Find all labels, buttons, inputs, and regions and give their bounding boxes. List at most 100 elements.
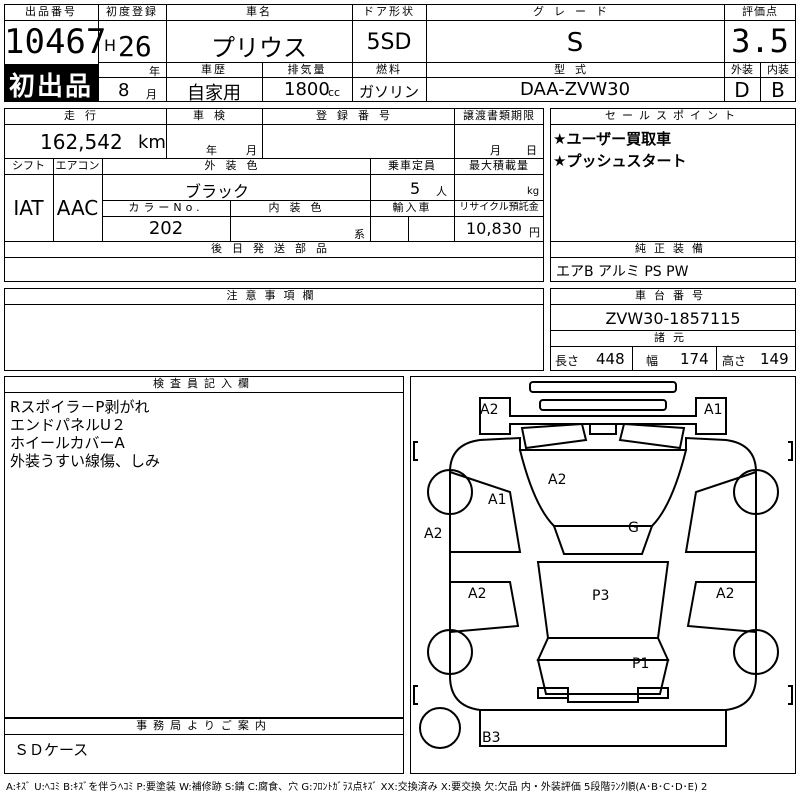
interior-color-label: 内装色 [268,201,332,214]
office-block [4,718,404,774]
width-label: 幅 [646,354,659,368]
model: DAA-ZVW30 [519,79,631,100]
history: 自家用 [187,83,241,104]
mileage: 162,542 [40,130,123,154]
name-label: 車名 [246,5,272,18]
capacity: 5 [410,179,421,198]
fuel-label: 燃料 [376,63,402,76]
capacity-unit: 人 [436,185,447,198]
year-unit: 年 [149,65,160,78]
inspector-block [4,376,404,718]
length: 448 [596,350,625,368]
reg-label: 初度登録 [106,5,158,18]
mark-roof: P3 [592,588,609,604]
equipment-block [550,241,796,282]
sales-point-1: ★ユーザー買取車 [553,130,672,148]
ac-label: エアコン [55,159,100,172]
mark-right-rear-door: A2 [716,586,734,602]
month-unit: 月 [146,88,157,101]
reg-year: 26 [118,30,152,63]
inspector-label: 検査員記入欄 [153,377,255,390]
door-label: ドア形状 [363,5,415,18]
kg-unit: kg [527,186,540,197]
header-block [4,4,796,102]
vehicle-info-block [4,108,544,282]
transfer-label: 譲渡書類期限 [463,109,535,122]
inspector-line-1: Rスポイラ－P剥がれ [10,398,150,416]
car-name: プリウス [211,34,307,62]
recycle: 10,830 [466,219,522,238]
dims-label: 諸元 [654,331,692,344]
insp-month-unit: 月 [246,144,257,157]
notes-label: 注意事項欄 [226,289,322,302]
int-label: 内装 [767,63,789,76]
chassis-number: ZVW30-1857115 [605,309,741,328]
door: 5SD [366,30,412,55]
mark-left-fender: A2 [424,526,442,542]
fuel: ガソリン [358,83,419,101]
history-label: 車歴 [201,63,227,76]
first-listing-badge [4,64,98,102]
inspection-label: 車検 [193,109,235,122]
first-listing-text: 初出品 [8,72,93,102]
mark-left-rear-door: A2 [468,586,486,602]
cc-unit: cc [328,86,341,99]
color-no-label: カラーNo. [128,201,204,214]
inspector-line-3: ホイールカバーA [10,434,125,452]
displacement-label: 排気量 [287,63,327,76]
recycle-label: リサイクル預託金 [459,202,539,213]
equipment-label: 純正装備 [635,242,711,255]
car-diagram-frame [410,376,796,774]
lot-number: 10467 [4,22,107,62]
sales-point-2: ★プッシュスタート [553,152,687,170]
height: 149 [760,350,789,368]
width: 174 [680,350,709,368]
color-no: 202 [148,218,184,239]
mark-hood: A2 [548,472,566,488]
grade: S [566,28,584,58]
ext-grade: D [734,78,750,102]
legend-footer: A:ｷｽﾞ U:ﾍｺﾐ B:ｷｽﾞを伴うﾍｺﾐ P:要塗装 W:補修跡 S:錆 … [6,782,708,793]
km-unit: km [138,132,166,153]
shift: IAT [13,196,44,220]
ac: AAC [56,196,99,220]
ext-label: 外装 [731,63,753,76]
mark-rear-bumper: B3 [482,730,501,746]
yen-unit: 円 [529,226,540,239]
chassis-block [550,288,796,371]
mark-left-front-door: A1 [488,492,506,508]
later-parts-label: 後日発送部品 [211,242,337,255]
int-grade: B [771,78,785,102]
mark-windshield: G [628,520,639,536]
displacement: 1800 [284,79,330,100]
notes-block [4,288,544,371]
mileage-label: 走行 [64,109,106,122]
capacity-label: 乗車定員 [388,159,436,172]
score-label: 評価点 [742,5,778,18]
interior-unit: 系 [354,228,365,241]
mark-trunk: P1 [632,656,649,672]
transfer-month-unit: 月 [490,144,501,157]
grade-label: グレード [533,5,617,18]
car-diagram: A2 A1 A2 A1 A2 G A2 A2 P3 P1 B3 [413,381,793,749]
load-label: 最大積載量 [469,159,529,172]
plate-label: 登録番号 [316,109,400,122]
transfer-day-unit: 日 [526,144,537,157]
inspector-line-4: 外装うすい線傷、しみ [10,452,161,470]
shift-label: シフト [12,159,45,172]
model-label: 型式 [554,63,596,76]
import-label: 輸入車 [392,201,432,214]
color: ブラック [184,182,249,201]
insp-year-unit: 年 [206,144,217,157]
mark-front-right: A1 [704,402,722,418]
office-label: 事務局よりご案内 [136,719,272,732]
equipment: エアB アルミ PS PW [556,264,689,280]
height-label: 高さ [722,354,747,368]
length-label: 長さ [555,354,580,368]
reg-month: 8 [118,80,130,101]
mark-front-left: A2 [480,402,498,418]
inspector-line-2: エンドパネルU２ [10,416,126,434]
chassis-label: 車台番号 [635,289,711,302]
lot-label: 出品番号 [25,5,77,18]
sales-label: セールスポイント [605,109,741,122]
